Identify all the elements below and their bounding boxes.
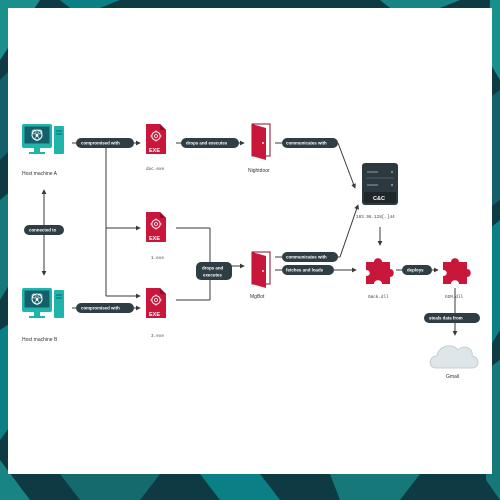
computer-biohazard-icon — [21, 287, 65, 319]
puzzle-plugin-icon — [443, 258, 471, 284]
edge-deploys: deploys — [402, 265, 432, 275]
puzzle-plugin-icon — [366, 258, 394, 284]
diagram-card — [8, 8, 492, 474]
steals-data-from-label: steals data from — [429, 316, 463, 321]
nightdoor-label: Nightdoor — [248, 168, 270, 174]
edge-communicates-with-mid: communicates with — [282, 252, 338, 262]
cc-server-node: C&C 103.96.128[.]44 — [356, 163, 398, 220]
fetches-and-loads-label: fetches and loads — [286, 268, 324, 273]
backdoor-door-icon — [251, 123, 271, 161]
exe-1-label: 1.exe — [151, 256, 164, 261]
drops-and-executes-mid-label-line2: executes — [203, 273, 222, 278]
edge-drops-and-executes-top: drops and executes — [181, 138, 239, 148]
exe-badge: EXE — [149, 312, 160, 318]
gmck-dll-node: Gmck.dll — [366, 258, 394, 300]
ggm-dll-label: GGM.dll — [445, 295, 463, 300]
gmail-label: Gmail — [446, 374, 459, 380]
edge-compromised-with-a: compromised with — [76, 138, 134, 148]
compromised-with-b-label: compromised with — [81, 306, 120, 311]
host-b-label: Host machine B — [22, 337, 58, 343]
computer-biohazard-icon — [21, 123, 65, 155]
gmail-node: Gmail — [429, 345, 479, 380]
doc-exe-label: doc.exe — [146, 167, 164, 172]
doc-exe-node: EXE doc.exe — [145, 123, 167, 172]
communicates-with-mid-label: communicates with — [286, 255, 327, 260]
host-machine-b: Host machine B — [21, 287, 65, 343]
compromised-with-a-label: compromised with — [81, 141, 120, 146]
host-a-label: Host machine A — [22, 171, 58, 177]
server-icon — [362, 163, 398, 205]
gmck-dll-label: Gmck.dll — [368, 295, 389, 300]
mgbot-label: MgBot — [250, 294, 265, 300]
drops-and-executes-mid-label-line1: drops and — [202, 266, 224, 271]
deploys-label: deploys — [407, 268, 424, 273]
edge-drops-and-executes-mid: drops and executes — [196, 262, 232, 280]
communicates-with-top-label: communicates with — [286, 141, 327, 146]
nightdoor-node: Nightdoor — [248, 123, 271, 174]
exe-1-node: EXE 1.exe — [145, 211, 167, 261]
connected-to-label: connected to — [29, 228, 57, 233]
cc-badge: C&C — [373, 196, 385, 202]
drops-and-executes-top-label: drops and executes — [186, 141, 228, 146]
backdoor-door-icon — [251, 251, 271, 289]
ggm-dll-node: GGM.dll — [443, 258, 471, 300]
exe-3-node: EXE 3.exe — [145, 287, 167, 339]
cc-ip-label: 103.96.128[.]44 — [356, 215, 395, 220]
exe-badge: EXE — [149, 236, 160, 242]
exe-3-label: 3.exe — [151, 334, 164, 339]
host-machine-a: Host machine A — [21, 123, 65, 177]
edge-compromised-with-b: compromised with — [76, 303, 134, 313]
edge-connected-to: connected to — [24, 225, 64, 235]
edge-fetches-and-loads: fetches and loads — [282, 265, 334, 275]
edge-steals-data-from: steals data from — [424, 313, 480, 323]
mgbot-node: MgBot — [250, 251, 271, 300]
edge-communicates-with-top: communicates with — [282, 138, 338, 148]
cloud-icon — [429, 345, 479, 369]
exe-badge: EXE — [149, 148, 160, 154]
